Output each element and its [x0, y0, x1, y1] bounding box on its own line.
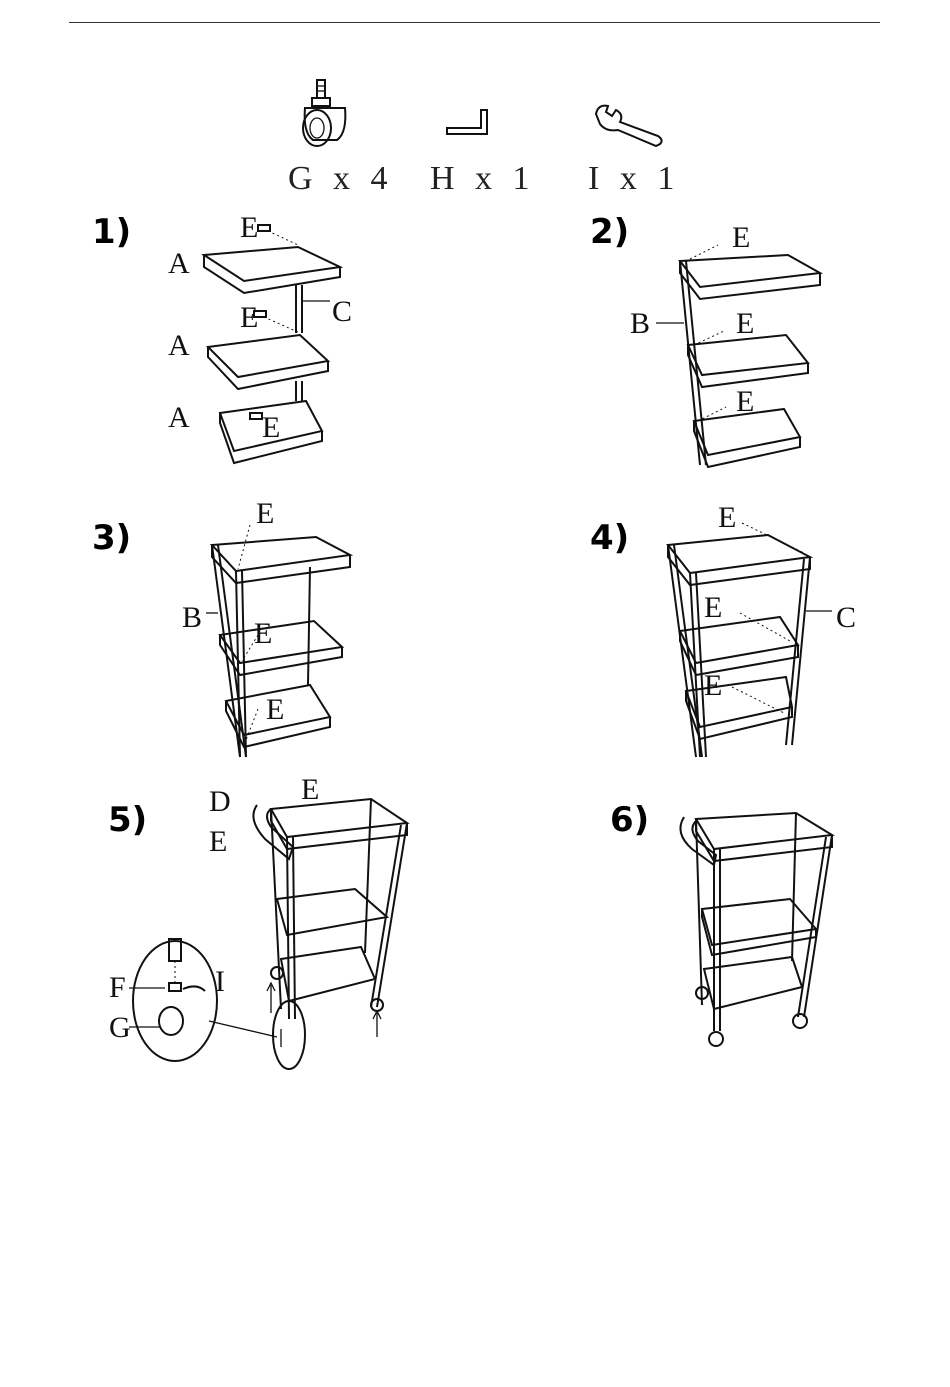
step-4-label-e2: E [704, 591, 722, 624]
part-allen-key-label: H x 1 [430, 160, 536, 198]
step-3-label-e2: E [254, 617, 272, 650]
step-4-number: 4) [590, 518, 629, 558]
part-wrench-label: I x 1 [588, 160, 680, 198]
step-3-number: 3) [92, 518, 131, 558]
wrench-icon [592, 100, 667, 150]
step-3-label-b: B [182, 601, 202, 634]
step-1-figure: E A C E A A E [160, 205, 360, 475]
step-1-label-e1: E [240, 211, 258, 244]
step-4-figure: E E C E [660, 495, 860, 765]
step-5-label-f: F [109, 971, 126, 1004]
step-5-label-g: G [109, 1011, 131, 1044]
part-wrench [592, 100, 667, 150]
part-caster [295, 78, 355, 168]
header-rule [69, 22, 880, 23]
step-1-label-a1: A [168, 247, 190, 280]
step-2-number: 2) [590, 212, 629, 252]
step-1-label-c: C [332, 295, 352, 328]
step-1-number: 1) [92, 212, 131, 252]
step-1-label-a2: A [168, 329, 190, 362]
step-1-label-e3: E [262, 411, 280, 444]
step-4-label-e1: E [718, 501, 736, 534]
step-2-label-e1: E [732, 221, 750, 254]
step-5-figure: D E E F I G [105, 775, 425, 1075]
part-caster-label: G x 4 [288, 160, 394, 198]
step-3-label-e1: E [256, 497, 274, 530]
step-5-label-e2: E [209, 825, 227, 858]
step-5-label-d: D [209, 785, 231, 818]
step-3-figure: E B E E [180, 495, 380, 765]
step-6-number: 6) [610, 800, 649, 840]
step-2-label-e2: E [736, 307, 754, 340]
step-2-label-b: B [630, 307, 650, 340]
step-2-figure: E B E E [628, 215, 828, 475]
step-6-figure [670, 805, 850, 1055]
caster-wheel-icon [295, 78, 355, 168]
step-4-label-c: C [836, 601, 856, 634]
step-3-label-e3: E [266, 693, 284, 726]
allen-key-icon [445, 108, 495, 138]
step-5-label-e1: E [301, 773, 319, 806]
part-allen-key [445, 108, 495, 138]
step-1-label-a3: A [168, 401, 190, 434]
